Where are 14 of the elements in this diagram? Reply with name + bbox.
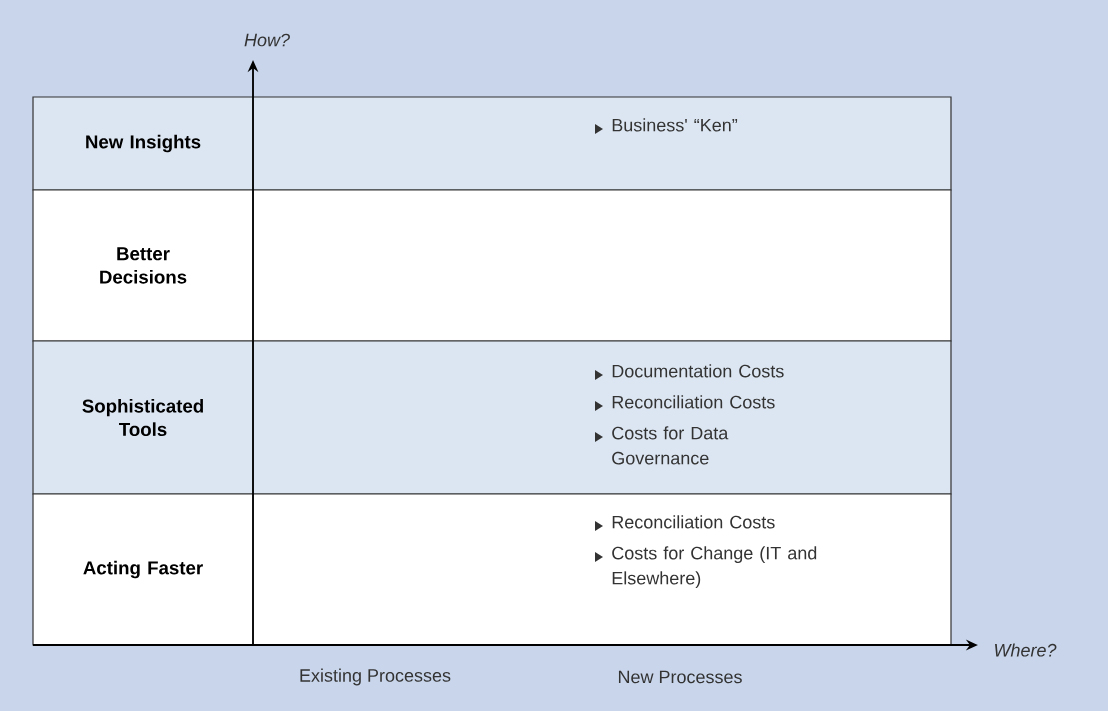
column-label: New Processes (618, 670, 742, 684)
bullet-text: Reconciliation Costs (612, 395, 775, 409)
bullet-text: Costs for Data Governance (612, 426, 729, 465)
axis-label: How? (244, 33, 290, 47)
row-heading: Better Decisions (100, 247, 187, 284)
axis-label: Where? (995, 643, 1057, 657)
bullet-text: Business' “Ken” (612, 118, 738, 132)
row-heading: Acting Faster (83, 560, 203, 579)
bullet-text: Documentation Costs (612, 364, 784, 378)
column-label: Existing Processes (300, 668, 451, 686)
bullet-text: Reconciliation Costs (612, 515, 775, 529)
row-heading: New Insights (86, 134, 201, 153)
row-heading: Sophisticated Tools (82, 398, 203, 436)
bullet-text: Costs for Change (IT and Elsewhere) (612, 546, 817, 589)
